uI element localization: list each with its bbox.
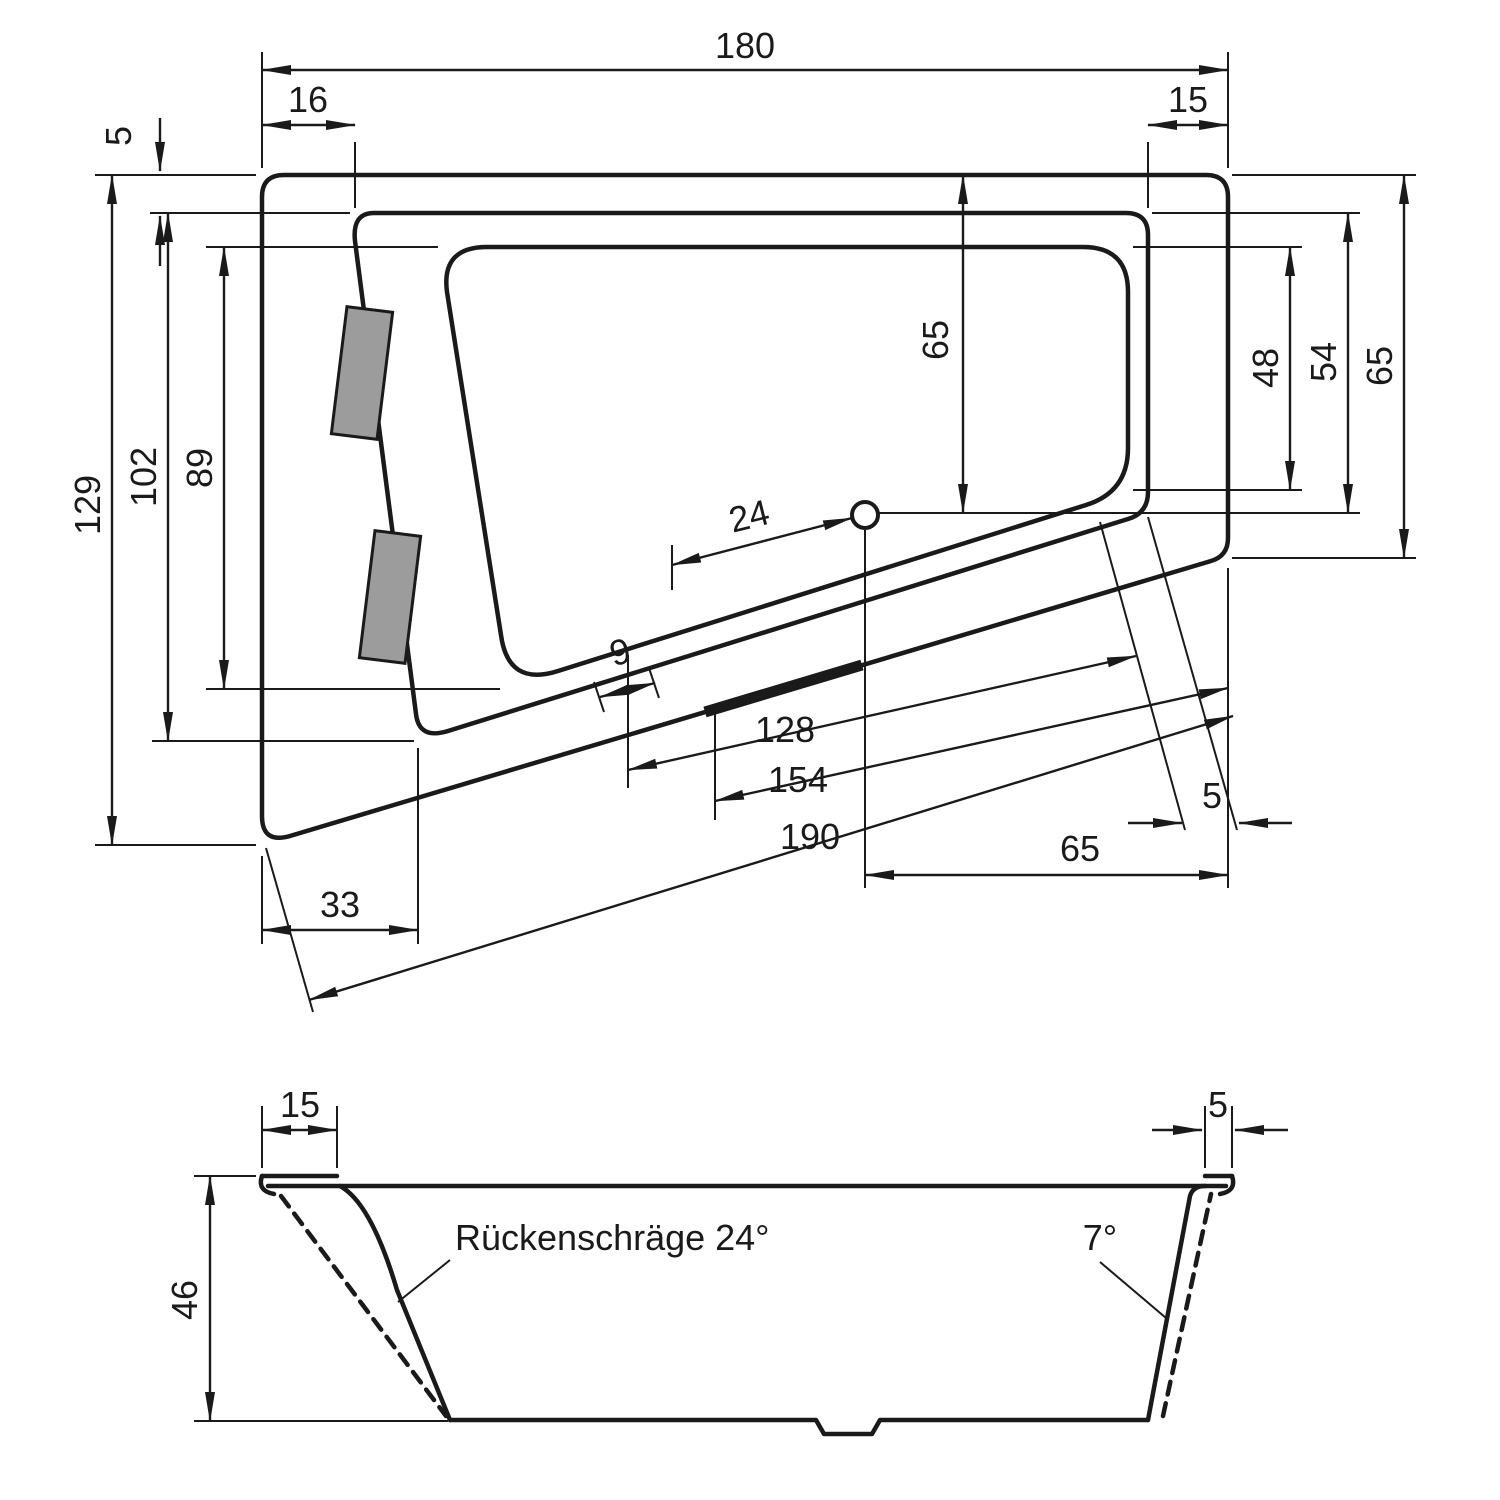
drain-circle bbox=[850, 500, 880, 530]
dim-label-65-bottom: 65 bbox=[1060, 828, 1100, 869]
dim-label-190: 190 bbox=[780, 816, 840, 857]
dim-label-15-section: 15 bbox=[280, 1084, 320, 1125]
section-view: 15 5 46 Rückenschräge 24° 7° bbox=[164, 1084, 1288, 1437]
headrest-top bbox=[329, 305, 395, 441]
section-front-slope bbox=[1145, 1183, 1208, 1423]
dim-label-89: 89 bbox=[179, 448, 220, 488]
dim-label-54: 54 bbox=[1303, 342, 1344, 382]
section-lip-left bbox=[258, 1173, 277, 1197]
dim-label-5-section: 5 bbox=[1208, 1084, 1228, 1125]
tub-basin-outline bbox=[444, 244, 1131, 677]
dim-label-5-top-left: 5 bbox=[98, 126, 139, 146]
section-bottom bbox=[447, 1417, 1151, 1437]
section-labels: 15 5 46 Rückenschräge 24° 7° bbox=[164, 1084, 1228, 1320]
section-back-slope-hidden bbox=[278, 1193, 449, 1419]
dim-line-24 bbox=[671, 516, 853, 567]
dim-label-33: 33 bbox=[320, 884, 360, 925]
back-slope-label: Rückenschräge 24° bbox=[455, 1217, 770, 1258]
leader-front-slope bbox=[1099, 1261, 1167, 1319]
dim-label-102: 102 bbox=[123, 447, 164, 507]
dim-label-65-center: 65 bbox=[915, 320, 956, 360]
section-extension-lines bbox=[194, 1106, 1233, 1422]
headrest-bottom bbox=[357, 529, 423, 665]
front-slope-label: 7° bbox=[1083, 1217, 1117, 1258]
tub-outer-outline bbox=[259, 172, 1231, 840]
dim-label-15: 15 bbox=[1168, 79, 1208, 120]
dimension-labels: 180 16 15 5 129 102 89 65 48 54 65 24 9 … bbox=[67, 25, 1400, 925]
dim-label-129: 129 bbox=[67, 475, 108, 535]
leader-back-slope bbox=[397, 1259, 451, 1303]
top-view: 180 16 15 5 129 102 89 65 48 54 65 24 9 … bbox=[67, 25, 1416, 1013]
dimension-lines bbox=[107, 65, 1409, 1002]
dim-label-48: 48 bbox=[1245, 348, 1286, 388]
dim-label-65-right: 65 bbox=[1359, 346, 1400, 386]
dim-label-24: 24 bbox=[725, 491, 774, 540]
ext-line bbox=[593, 681, 605, 713]
dim-label-46: 46 bbox=[164, 1280, 205, 1320]
section-back-slope bbox=[337, 1183, 453, 1423]
section-front-slope-hidden bbox=[1160, 1191, 1214, 1419]
dim-label-5-bottom-right: 5 bbox=[1202, 775, 1222, 816]
dim-line-190 bbox=[308, 714, 1234, 1002]
dim-label-16: 16 bbox=[288, 79, 328, 120]
dim-label-128: 128 bbox=[755, 709, 815, 750]
dim-label-154: 154 bbox=[768, 759, 828, 800]
section-lip-right bbox=[1217, 1173, 1236, 1197]
tub-rim-outline bbox=[352, 210, 1151, 736]
dim-label-180: 180 bbox=[715, 25, 775, 66]
section-dimension-lines bbox=[205, 1125, 1288, 1422]
